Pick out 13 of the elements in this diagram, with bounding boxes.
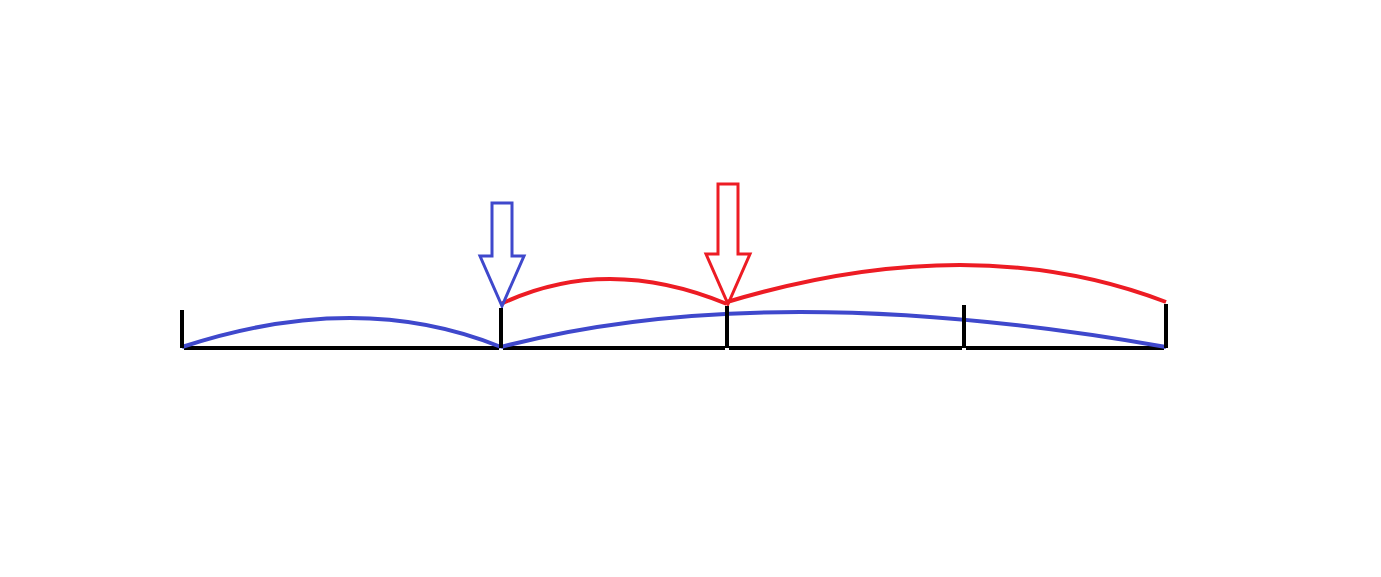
tick-mark [180,310,184,348]
tick-mark [499,308,503,348]
block-arrow [477,201,527,310]
tick-mark [725,306,729,348]
arc [181,316,502,349]
arc [500,310,1167,349]
number-line-segment [184,346,499,350]
tick-mark [1164,304,1168,348]
number-line-segment [503,346,725,350]
block-arrow [703,182,753,308]
number-line-segment [729,346,962,350]
tick-mark [962,305,966,348]
number-line-segment [966,346,1164,350]
